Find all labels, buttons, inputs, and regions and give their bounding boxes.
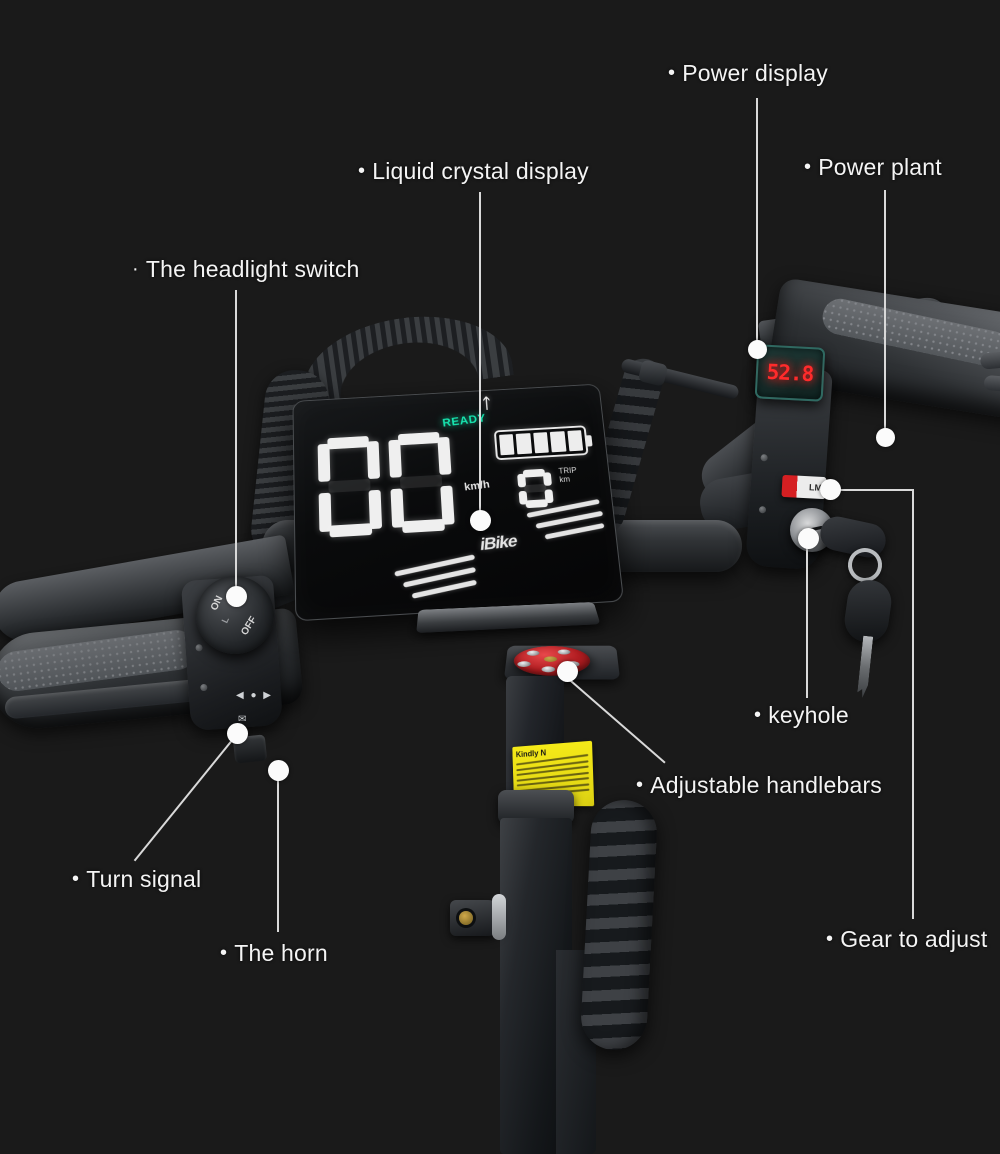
label-adjustable-handlebars: • Adjustable handlebars: [636, 772, 882, 799]
speed-digit-tens: [317, 435, 383, 538]
headlight-off-label: OFF: [239, 614, 260, 638]
pin-liquid-crystal: [470, 510, 491, 531]
pin-keyhole: [798, 528, 819, 549]
label-power-display: • Power display: [668, 60, 828, 87]
label-power-plant: • Power plant: [804, 154, 942, 181]
spare-key-blade: [857, 636, 873, 699]
speed-unit-label: km/h: [463, 478, 491, 494]
charging-port-collar: [492, 894, 506, 940]
bullet: ·: [132, 258, 139, 280]
screw: [758, 506, 767, 514]
leader-power-display: [756, 98, 758, 344]
bullet: •: [826, 928, 834, 950]
headlight-marker-label: L: [219, 615, 231, 625]
label-text: The horn: [234, 940, 328, 966]
pin-power-plant: [876, 428, 895, 447]
liquid-crystal-display[interactable]: READY km/h ᛏ TRIP km iBike: [292, 383, 625, 622]
label-keyhole: • keyhole: [754, 702, 849, 729]
bullet: •: [358, 160, 366, 182]
label-text: Adjustable handlebars: [650, 772, 883, 798]
pin-gear-to-adjust: [820, 479, 841, 500]
bullet: •: [72, 868, 80, 890]
label-text: Gear to adjust: [840, 926, 988, 952]
label-text: Liquid crystal display: [372, 158, 589, 184]
label-headlight-switch: · The headlight switch: [132, 256, 360, 283]
brand-logo: iBike: [479, 531, 518, 555]
bullet: •: [636, 774, 644, 796]
pin-turn-signal: [227, 723, 248, 744]
spare-key-head: [841, 577, 895, 645]
battery-gauge: [493, 425, 589, 461]
trip-unit-label: TRIP km: [558, 465, 578, 484]
pin-headlight-switch: [226, 586, 247, 607]
gear-readout: [517, 468, 556, 509]
leader-liquid-crystal: [479, 192, 481, 518]
leader-gear-horizontal: [836, 489, 914, 491]
bullet: •: [754, 704, 762, 726]
leader-headlight-switch: [235, 290, 237, 594]
leader-the-horn: [277, 780, 279, 932]
leader-turn-signal: [134, 735, 236, 862]
label-text: Power display: [682, 60, 828, 86]
label-liquid-crystal-display: • Liquid crystal display: [358, 158, 589, 185]
pin-adjustable-handlebars: [557, 661, 578, 682]
right-grip-texture: [819, 295, 1000, 371]
leader-gear-vertical: [912, 489, 914, 919]
bluetooth-icon: ᛏ: [481, 396, 492, 412]
brake-hose: [296, 303, 514, 405]
speed-digit-ones: [388, 431, 455, 534]
screw: [200, 683, 208, 692]
screw: [195, 644, 203, 652]
label-text: Power plant: [818, 154, 942, 180]
pin-power-display: [748, 340, 767, 359]
bullet: •: [668, 62, 676, 84]
voltmeter-value: 52.8: [766, 359, 814, 387]
label-text: keyhole: [768, 702, 849, 728]
turn-signal-glyphs[interactable]: ◀ ● ▶: [236, 690, 273, 701]
right-grip-fin-lower: [983, 374, 1000, 397]
screw: [760, 454, 768, 462]
label-the-horn: • The horn: [220, 940, 328, 967]
leader-keyhole: [806, 548, 808, 698]
pin-the-horn: [268, 760, 289, 781]
leader-power-plant: [884, 190, 886, 432]
bullet: •: [220, 942, 228, 964]
label-text: Turn signal: [86, 866, 202, 892]
bullet: •: [804, 156, 812, 178]
label-turn-signal: • Turn signal: [72, 866, 201, 893]
label-gear-to-adjust: • Gear to adjust: [826, 926, 987, 953]
horn-glyph: ✉: [238, 714, 247, 725]
headlight-on-label: ON: [208, 594, 226, 613]
speed-readout: [317, 431, 456, 538]
stem-coiled-cable: [579, 798, 659, 1052]
label-text: The headlight switch: [145, 256, 360, 282]
